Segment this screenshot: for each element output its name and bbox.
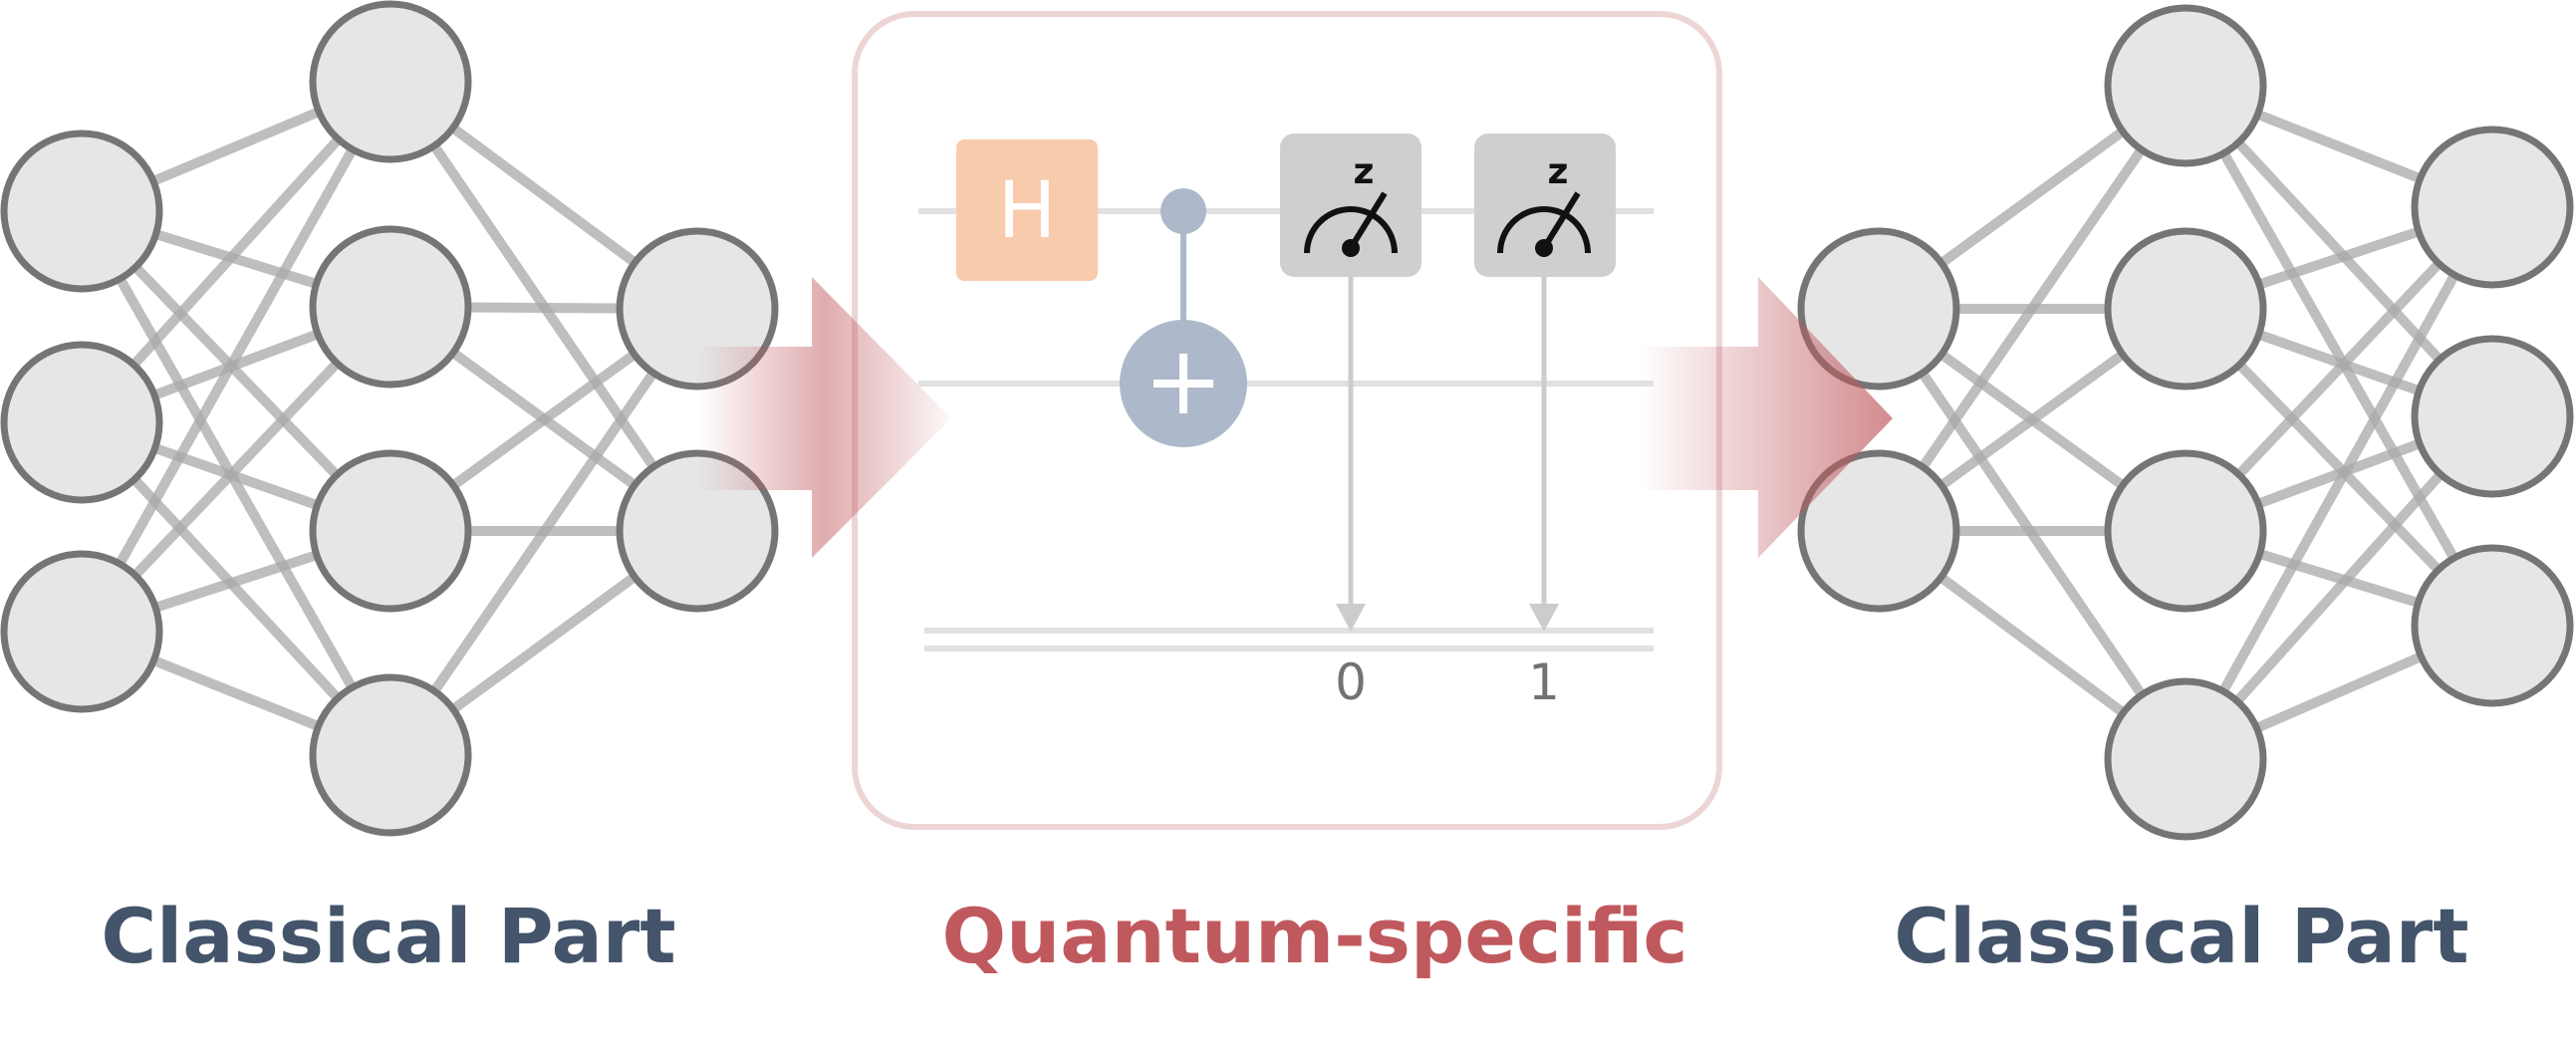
meter-needle-icon xyxy=(1541,191,1581,250)
measure-gate-0 xyxy=(1280,133,1421,277)
network-edge xyxy=(386,306,702,758)
network-edge xyxy=(1874,83,2190,534)
network-edges xyxy=(77,77,702,760)
neuron xyxy=(1797,449,1960,613)
neuron xyxy=(309,225,472,389)
network-edge xyxy=(77,79,395,635)
cnot-control-dot xyxy=(1160,188,1206,234)
measure-basis-label-1: z xyxy=(1548,151,1569,192)
meter-arc-icon xyxy=(1497,206,1591,254)
neuron xyxy=(2104,4,2267,167)
neuron xyxy=(309,673,472,837)
classical-bit-label-0: 0 xyxy=(1335,654,1367,711)
hadamard-gate xyxy=(956,139,1098,281)
meter-pivot-icon xyxy=(1342,239,1360,257)
classical-network-left xyxy=(0,0,779,837)
meter-arc-icon xyxy=(1304,206,1398,254)
classical-bit-label-1: 1 xyxy=(1528,654,1560,711)
neuron xyxy=(2411,335,2574,498)
caption-classical-right: Classical Part xyxy=(1894,892,2469,980)
network-nodes xyxy=(0,0,779,837)
neuron xyxy=(0,130,163,293)
hadamard-label: H xyxy=(998,166,1057,256)
measure-readout-arrowhead-0 xyxy=(1336,604,1366,632)
flow-arrow-out-of-quantum xyxy=(1639,277,1893,558)
measure-readout-arrowhead-1 xyxy=(1529,604,1559,632)
neuron xyxy=(2104,227,2267,391)
neuron xyxy=(2411,126,2574,289)
network-nodes xyxy=(1797,4,2574,841)
measure-gate-1 xyxy=(1474,133,1616,277)
neuron xyxy=(2104,677,2267,841)
flow-arrow-into-quantum xyxy=(697,277,951,558)
neuron xyxy=(0,550,163,713)
network-edge xyxy=(77,208,395,758)
network-edges xyxy=(1874,81,2497,764)
caption-quantum: Quantum-specific xyxy=(941,892,1688,980)
network-edge xyxy=(2181,83,2497,629)
neuron xyxy=(0,341,163,504)
meter-pivot-icon xyxy=(1535,239,1553,257)
quantum-circuit: H z z 0 1 xyxy=(918,133,1654,711)
network-edge xyxy=(2181,204,2497,762)
meter-needle-icon xyxy=(1348,191,1388,250)
classical-network-right xyxy=(1797,4,2574,841)
caption-classical-left: Classical Part xyxy=(101,892,676,980)
neuron xyxy=(2411,544,2574,707)
measure-basis-label-0: z xyxy=(1354,151,1375,192)
neuron xyxy=(2104,449,2267,613)
neuron xyxy=(309,449,472,613)
neuron xyxy=(309,0,472,163)
neuron xyxy=(1797,227,1960,391)
